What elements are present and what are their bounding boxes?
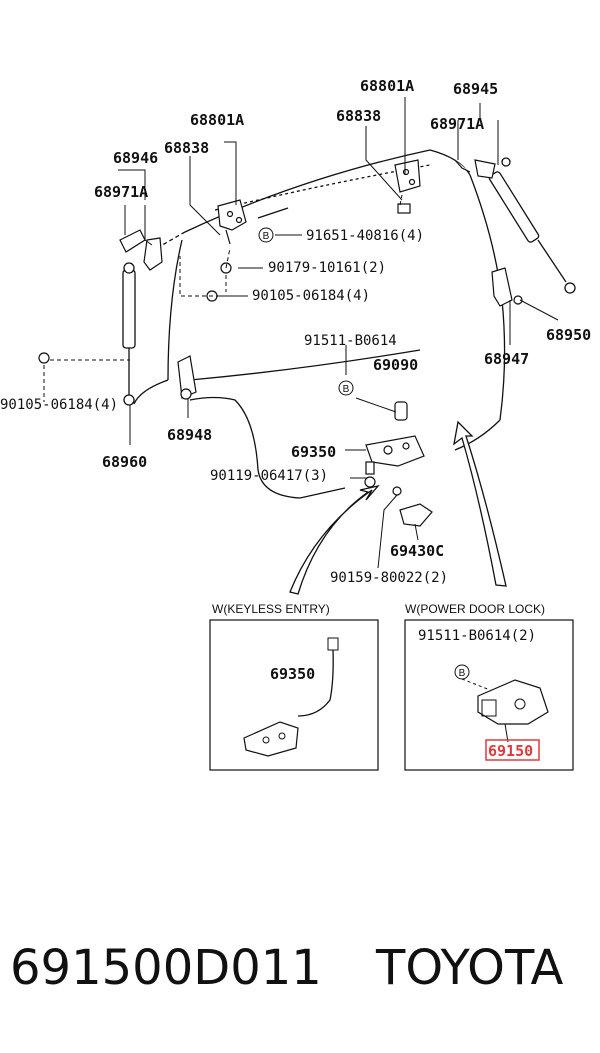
keyless-lock (243, 721, 299, 757)
label-90105-mid: 90105-06184(4) (252, 288, 370, 304)
gas-struts (122, 157, 576, 406)
right-ball-stud-bracket (491, 267, 513, 307)
right-strut-end (564, 282, 576, 294)
label-90159: 90159-80022(2) (330, 570, 448, 586)
b-markers: B B B (258, 227, 470, 680)
latch-cover (394, 401, 408, 421)
left-strut-cylinder (122, 269, 136, 349)
right-strut-cylinder (488, 171, 540, 243)
label-68946: 68946 (113, 149, 158, 167)
brand-name: TOYOTA (376, 940, 564, 996)
label-68960: 68960 (102, 453, 147, 471)
left-hinge-pin (225, 229, 231, 245)
lock-assembly (365, 435, 425, 467)
power-lock-motor (477, 679, 549, 725)
label-69150: 69150 (488, 742, 533, 760)
right-stay-bracket-b (474, 159, 496, 179)
label-90179: 90179-10161(2) (268, 260, 386, 276)
label-69350-box: 69350 (270, 665, 315, 683)
lock-bolt (364, 476, 376, 488)
left-ball-stud-bracket (177, 355, 197, 399)
right-hinge-pad (397, 203, 411, 214)
label-68950: 68950 (546, 326, 591, 344)
highlight-69150 (485, 739, 540, 761)
hinge-parts (38, 159, 523, 527)
left-stay-bracket-b (143, 237, 163, 271)
label-68801A-left: 68801A (190, 111, 244, 129)
part-number: 691500D011 (10, 940, 322, 996)
left-strut-top-end (123, 262, 135, 274)
lock-screw (365, 461, 375, 475)
power-door-lock-caption: W(POWER DOOR LOCK) (405, 602, 545, 616)
keyless-entry-caption: W(KEYLESS ENTRY) (212, 602, 330, 616)
keyless-entry-box: W(KEYLESS ENTRY) 69350 (209, 602, 379, 771)
keyless-connector (327, 637, 339, 651)
dashed-connectors (43, 194, 403, 402)
label-69350-top: 69350 (291, 443, 336, 461)
label-68838-left: 68838 (164, 139, 209, 157)
b-marker-mid-text: B (343, 384, 350, 395)
label-69090: 69090 (373, 356, 418, 374)
b-marker-top (258, 227, 274, 243)
leader-lines (50, 97, 559, 569)
b-marker-mid (338, 380, 354, 396)
striker-plate (399, 503, 433, 527)
b-marker-box-text: B (459, 668, 466, 679)
striker-screw (392, 486, 402, 496)
label-68947: 68947 (484, 350, 529, 368)
left-stay-bracket-a (119, 229, 146, 253)
right-strut-top-end (501, 157, 511, 167)
label-68948: 68948 (167, 426, 212, 444)
direction-arrows (289, 420, 507, 595)
label-91511-top: 91511-B0614 (304, 333, 397, 349)
label-69430C: 69430C (390, 542, 444, 560)
left-strut-bottom-end (123, 394, 135, 406)
label-68838-right: 68838 (336, 107, 381, 125)
label-68971A-left: 68971A (94, 183, 148, 201)
power-door-lock-box: W(POWER DOOR LOCK) 91511-B0614(2) 69150 (404, 602, 574, 771)
label-68801A-top: 68801A (360, 77, 414, 95)
part-labels: 68801A 68945 68838 68971A 68801A 68946 6… (0, 77, 591, 586)
label-68971A-right: 68971A (430, 115, 484, 133)
back-door-lock-diagram: B B B 68801A 68945 68838 68971A 68801A 6… (0, 77, 591, 771)
label-90105-left: 90105-06184(4) (0, 397, 118, 413)
right-hinge (394, 159, 421, 193)
right-stay-bracket-a (454, 159, 471, 173)
left-bolt (38, 352, 50, 364)
label-90119: 90119-06417(3) (210, 468, 328, 484)
label-91511-box: 91511-B0614(2) (418, 628, 536, 644)
b-marker-top-text: B (263, 231, 270, 242)
right-strut-rod (537, 239, 567, 283)
footer: 691500D011 TOYOTA (0, 940, 600, 1010)
label-91651: 91651-40816(4) (306, 228, 424, 244)
label-68945: 68945 (453, 80, 498, 98)
keyless-wire (297, 649, 334, 717)
